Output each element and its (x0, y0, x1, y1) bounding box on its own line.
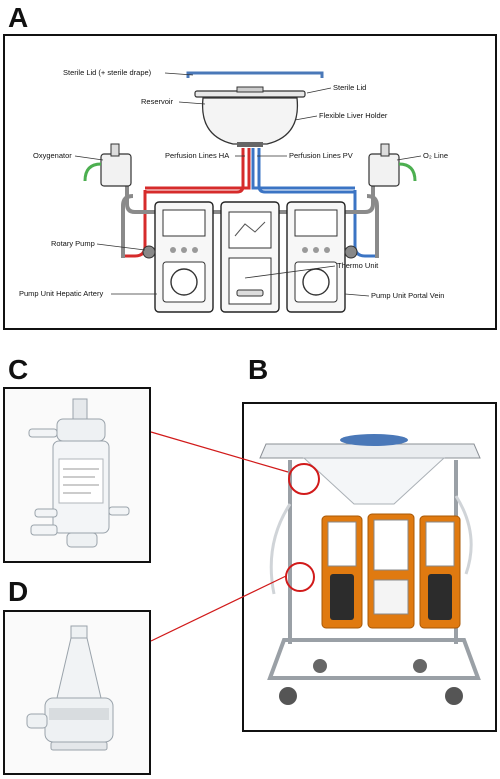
flexible-liver-holder-shape (237, 142, 263, 147)
label-o2-line: O₂ Line (423, 151, 448, 160)
label-sterile-lid: Sterile Lid (333, 83, 366, 92)
connector-illustration (5, 612, 149, 773)
panel-label-c: C (8, 354, 29, 385)
label-pump-unit-portal-vein: Pump Unit Portal Vein (371, 291, 444, 300)
label-rotary-pump: Rotary Pump (51, 239, 95, 248)
pump-unit-hepatic-artery-shape (154, 201, 214, 313)
label-flexible-liver-holder: Flexible Liver Holder (319, 111, 388, 120)
device-illustration (244, 404, 495, 730)
oxygenator-left (100, 143, 132, 187)
panel-label-b: B (248, 354, 269, 385)
oxygenator-illustration (5, 389, 149, 561)
panel-b-device-photo (242, 402, 497, 732)
panel-label-a: A (8, 2, 29, 33)
label-sterile-lid-drape: Sterile Lid (+ sterile drape) (63, 68, 152, 77)
oxygenator-right (368, 143, 400, 187)
panel-a-schematic: Sterile Lid (+ sterile drape) Sterile Li… (3, 34, 497, 330)
panel-d-connector-photo (3, 610, 151, 775)
device-thermo-unit (367, 513, 415, 629)
panel-c-oxygenator-photo (3, 387, 151, 563)
pump-unit-portal-vein-shape (286, 201, 346, 313)
rotary-pump-left (142, 245, 156, 259)
rotary-pump-right (344, 245, 358, 259)
o2-line-left (83, 162, 102, 182)
schematic-drawing: Sterile Lid (+ sterile drape) Sterile Li… (19, 68, 448, 313)
device-pump-left (321, 515, 363, 629)
label-thermo-unit: Thermo Unit (337, 261, 379, 270)
label-perfusion-lines-pv: Perfusion Lines PV (289, 151, 353, 160)
label-oxygenator: Oxygenator (33, 151, 72, 160)
o2-line-right (398, 162, 417, 182)
callout-circle-oxygenator (288, 463, 320, 495)
device-pump-right (419, 515, 461, 629)
perfusion-lines-ha (125, 148, 251, 258)
perfusion-lines-pv (251, 148, 375, 258)
label-reservoir: Reservoir (141, 97, 174, 106)
thermo-unit-shape (220, 201, 280, 313)
panel-label-d: D (8, 576, 29, 607)
label-pump-unit-hepatic-artery: Pump Unit Hepatic Artery (19, 289, 103, 298)
label-perfusion-lines-ha: Perfusion Lines HA (165, 151, 229, 160)
sterile-lid-drape-shape (186, 71, 324, 78)
reservoir-shape (201, 97, 299, 145)
